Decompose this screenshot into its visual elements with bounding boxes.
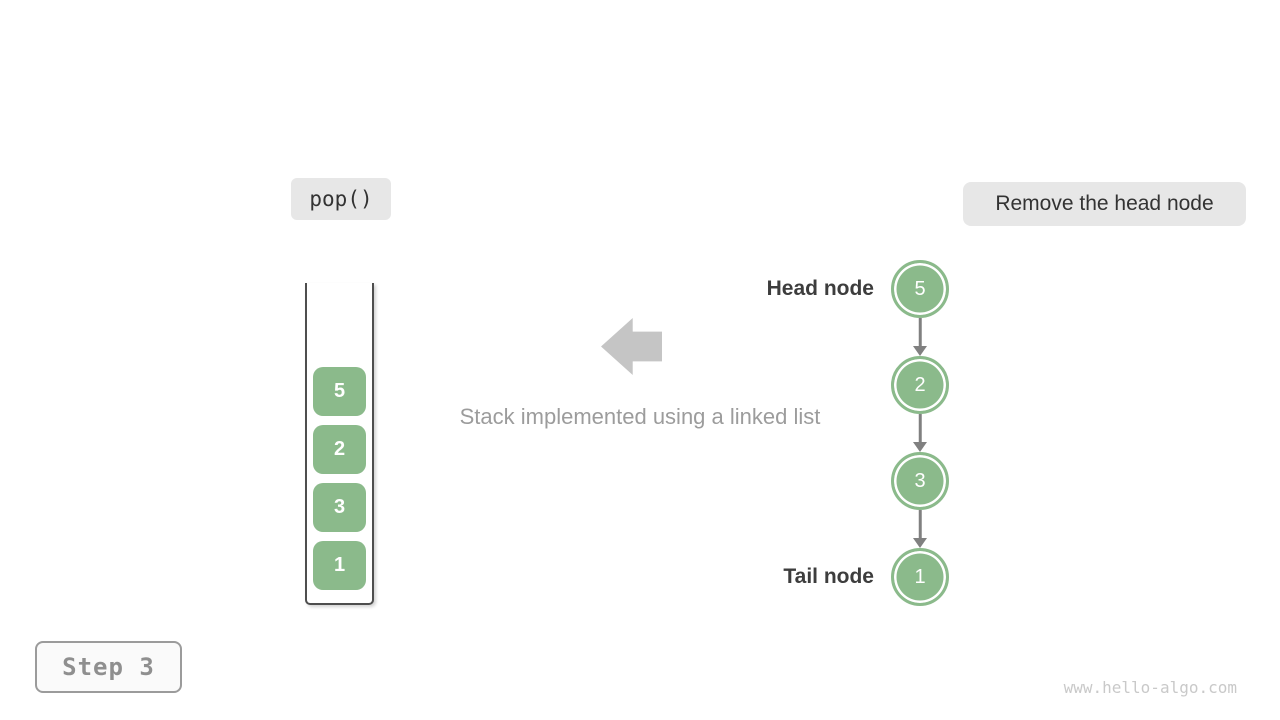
step-badge: Step 3 (35, 641, 182, 693)
down-arrow-icon (912, 318, 928, 356)
left-block-arrow-icon (601, 318, 662, 375)
tail-node-label: Tail node (783, 565, 874, 588)
linked-list-node: 1 (891, 548, 949, 606)
action-label: Remove the head node (995, 192, 1214, 215)
watermark-text: www.hello-algo.com (1063, 678, 1237, 697)
linked-list-node: 5 (891, 260, 949, 318)
arrow-shaft (918, 318, 922, 348)
arrow-shaft (918, 414, 922, 444)
linked-list-node: 2 (891, 356, 949, 414)
arrow-head (913, 442, 927, 452)
linked-list-node: 3 (891, 452, 949, 510)
step-label: Step 3 (62, 653, 155, 681)
operation-badge: pop() (291, 178, 391, 220)
action-badge: Remove the head node (963, 182, 1246, 226)
down-arrow-icon (912, 510, 928, 548)
arrow-head (913, 346, 927, 356)
down-arrow-icon (912, 414, 928, 452)
stack-item: 1 (313, 541, 366, 590)
stack-container: 5 2 3 1 (305, 283, 374, 605)
stack-item: 3 (313, 483, 366, 532)
arrow-shaft (918, 510, 922, 540)
operation-label: pop() (309, 187, 373, 211)
stack-item: 2 (313, 425, 366, 474)
head-node-label: Head node (766, 277, 874, 300)
stack-item: 5 (313, 367, 366, 416)
caption-text: Stack implemented using a linked list (459, 404, 821, 429)
arrow-head (913, 538, 927, 548)
